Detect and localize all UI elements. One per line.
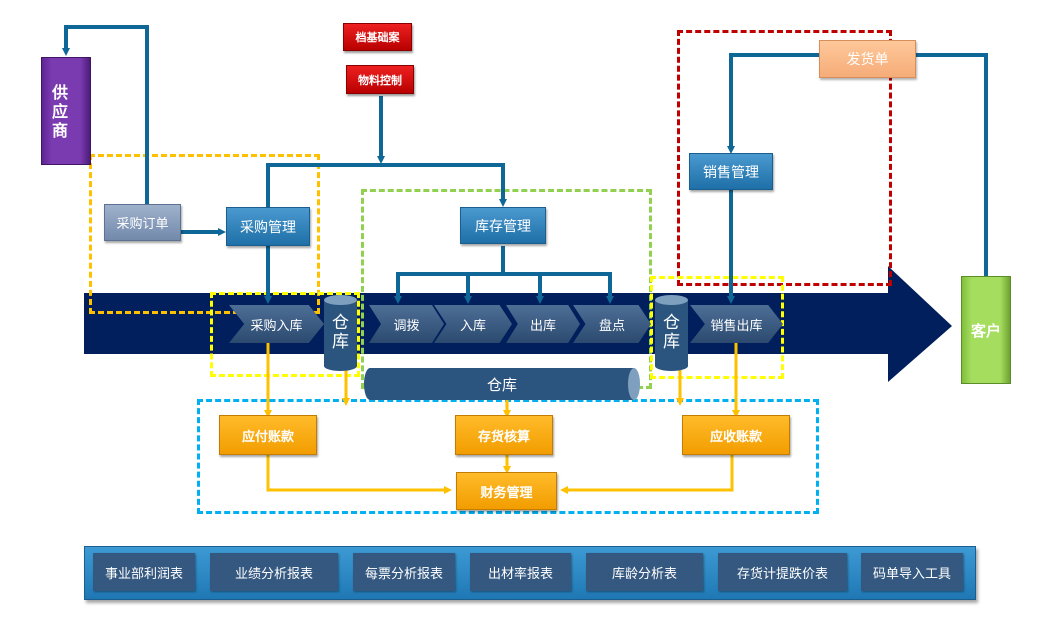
inventory-step-outbound[interactable]: 出库 <box>506 305 580 343</box>
warehouse-right-cylinder[interactable]: 仓库 <box>655 295 688 371</box>
report-button[interactable]: 存货计提跌价表 <box>718 553 847 591</box>
report-label: 事业部利润表 <box>104 566 183 582</box>
supplier-label: 供应商 <box>52 82 69 140</box>
report-label: 每票分析报表 <box>364 566 443 582</box>
inventory-accounting-label: 存货核算 <box>477 429 530 445</box>
warehouse-main-cylinder[interactable]: 仓库 <box>364 368 640 400</box>
inventory-management-node[interactable]: 库存管理 <box>460 207 546 244</box>
report-label: 存货计提跌价表 <box>736 566 828 582</box>
supplier-node[interactable]: 供应商 <box>41 57 91 165</box>
warehouse-right-label: 仓库 <box>663 313 680 352</box>
purchase-inbound-label: 采购入库 <box>250 318 303 334</box>
report-label: 码单导入工具 <box>872 566 951 582</box>
inventory-step-inbound[interactable]: 入库 <box>434 305 512 343</box>
warehouse-main-label: 仓库 <box>486 375 517 394</box>
material-control-label: 物料控制 <box>358 73 402 87</box>
report-label: 库龄分析表 <box>611 566 677 582</box>
warehouse-left-cylinder[interactable]: 仓库 <box>324 295 357 371</box>
accounts-payable-label: 应付账款 <box>241 429 294 445</box>
report-label: 出材率报表 <box>487 566 553 582</box>
report-button[interactable]: 每票分析报表 <box>353 553 455 591</box>
purchase-order-label: 采购订单 <box>116 217 169 232</box>
purchase-zone <box>89 154 320 314</box>
accounts-payable-node[interactable]: 应付账款 <box>219 415 317 455</box>
purchase-management-label: 采购管理 <box>240 219 296 236</box>
report-label: 业绩分析报表 <box>234 566 313 582</box>
inventory-step-label: 出库 <box>529 318 556 334</box>
accounts-receivable-label: 应收账款 <box>709 429 762 445</box>
finance-management-node[interactable]: 财务管理 <box>456 472 557 510</box>
customer-node[interactable]: 客户 <box>961 276 1011 384</box>
sales-outbound-label: 销售出库 <box>710 318 763 334</box>
report-button[interactable]: 事业部利润表 <box>93 553 195 591</box>
report-button[interactable]: 出材率报表 <box>470 553 571 591</box>
cylinder-shape <box>324 295 357 371</box>
inventory-step-label: 入库 <box>459 318 486 334</box>
purchase-management-node[interactable]: 采购管理 <box>226 207 310 246</box>
inventory-step-label: 调拨 <box>393 318 420 334</box>
base-archive-node[interactable]: 档基础案 <box>343 23 412 51</box>
inventory-step-transfer[interactable]: 调拨 <box>369 305 444 343</box>
base-archive-label: 档基础案 <box>355 31 400 44</box>
inventory-step-stocktake[interactable]: 盘点 <box>573 305 651 343</box>
sales-outbound-zone <box>650 276 784 379</box>
sales-management-node[interactable]: 销售管理 <box>689 153 773 190</box>
report-button[interactable]: 库龄分析表 <box>586 553 703 591</box>
inventory-management-label: 库存管理 <box>475 218 531 235</box>
cylinder-shape <box>655 295 688 371</box>
sales-zone <box>677 30 892 286</box>
customer-label: 客户 <box>970 321 1001 340</box>
report-button[interactable]: 业绩分析报表 <box>210 553 338 591</box>
purchase-inbound-zone <box>210 292 360 377</box>
delivery-note-label: 发货单 <box>846 52 889 68</box>
warehouse-left-label: 仓库 <box>332 313 349 352</box>
report-button[interactable]: 码单导入工具 <box>861 553 963 591</box>
cylinder-shape <box>364 368 640 400</box>
inventory-step-label: 盘点 <box>598 318 625 334</box>
inventory-accounting-node[interactable]: 存货核算 <box>455 415 553 455</box>
finance-management-label: 财务管理 <box>480 485 533 501</box>
delivery-note-node[interactable]: 发货单 <box>819 40 916 78</box>
sales-management-label: 销售管理 <box>703 164 759 181</box>
purchase-inbound-step[interactable]: 采购入库 <box>229 305 324 343</box>
sales-outbound-step[interactable]: 销售出库 <box>690 305 783 343</box>
accounts-receivable-node[interactable]: 应收账款 <box>682 415 790 455</box>
material-control-node[interactable]: 物料控制 <box>346 65 414 94</box>
purchase-order-node[interactable]: 采购订单 <box>104 204 181 241</box>
